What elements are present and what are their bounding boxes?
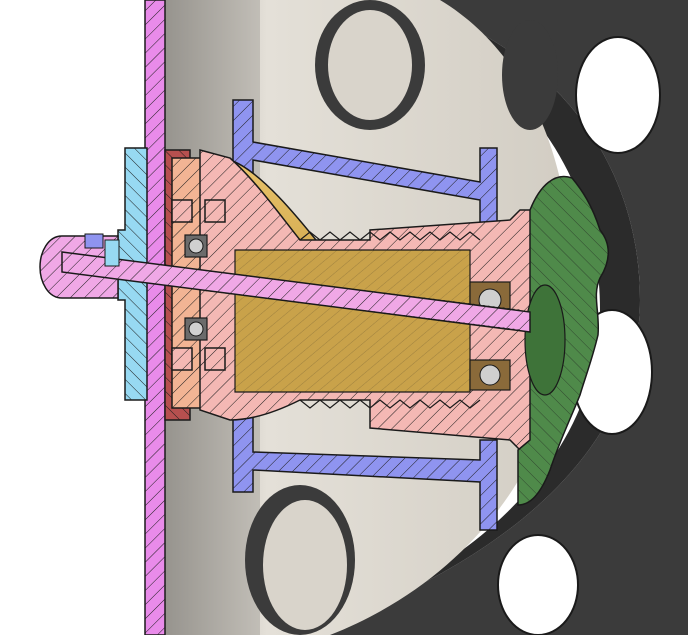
tension-knob bbox=[517, 175, 609, 506]
set-screw bbox=[84, 233, 120, 267]
bearing-right bbox=[469, 281, 511, 391]
bearing-left bbox=[184, 234, 208, 341]
threaded-rod bbox=[39, 235, 531, 333]
hex-nut-lower bbox=[171, 347, 226, 371]
flange-hole bbox=[245, 485, 355, 635]
mounting-plate bbox=[144, 0, 166, 635]
flange-hole bbox=[502, 20, 558, 130]
flange-hole bbox=[575, 36, 661, 154]
flange-hole bbox=[497, 534, 579, 635]
spool-core-lower bbox=[232, 407, 498, 531]
hex-nut-upper bbox=[171, 199, 226, 223]
flange-hole bbox=[315, 0, 425, 130]
